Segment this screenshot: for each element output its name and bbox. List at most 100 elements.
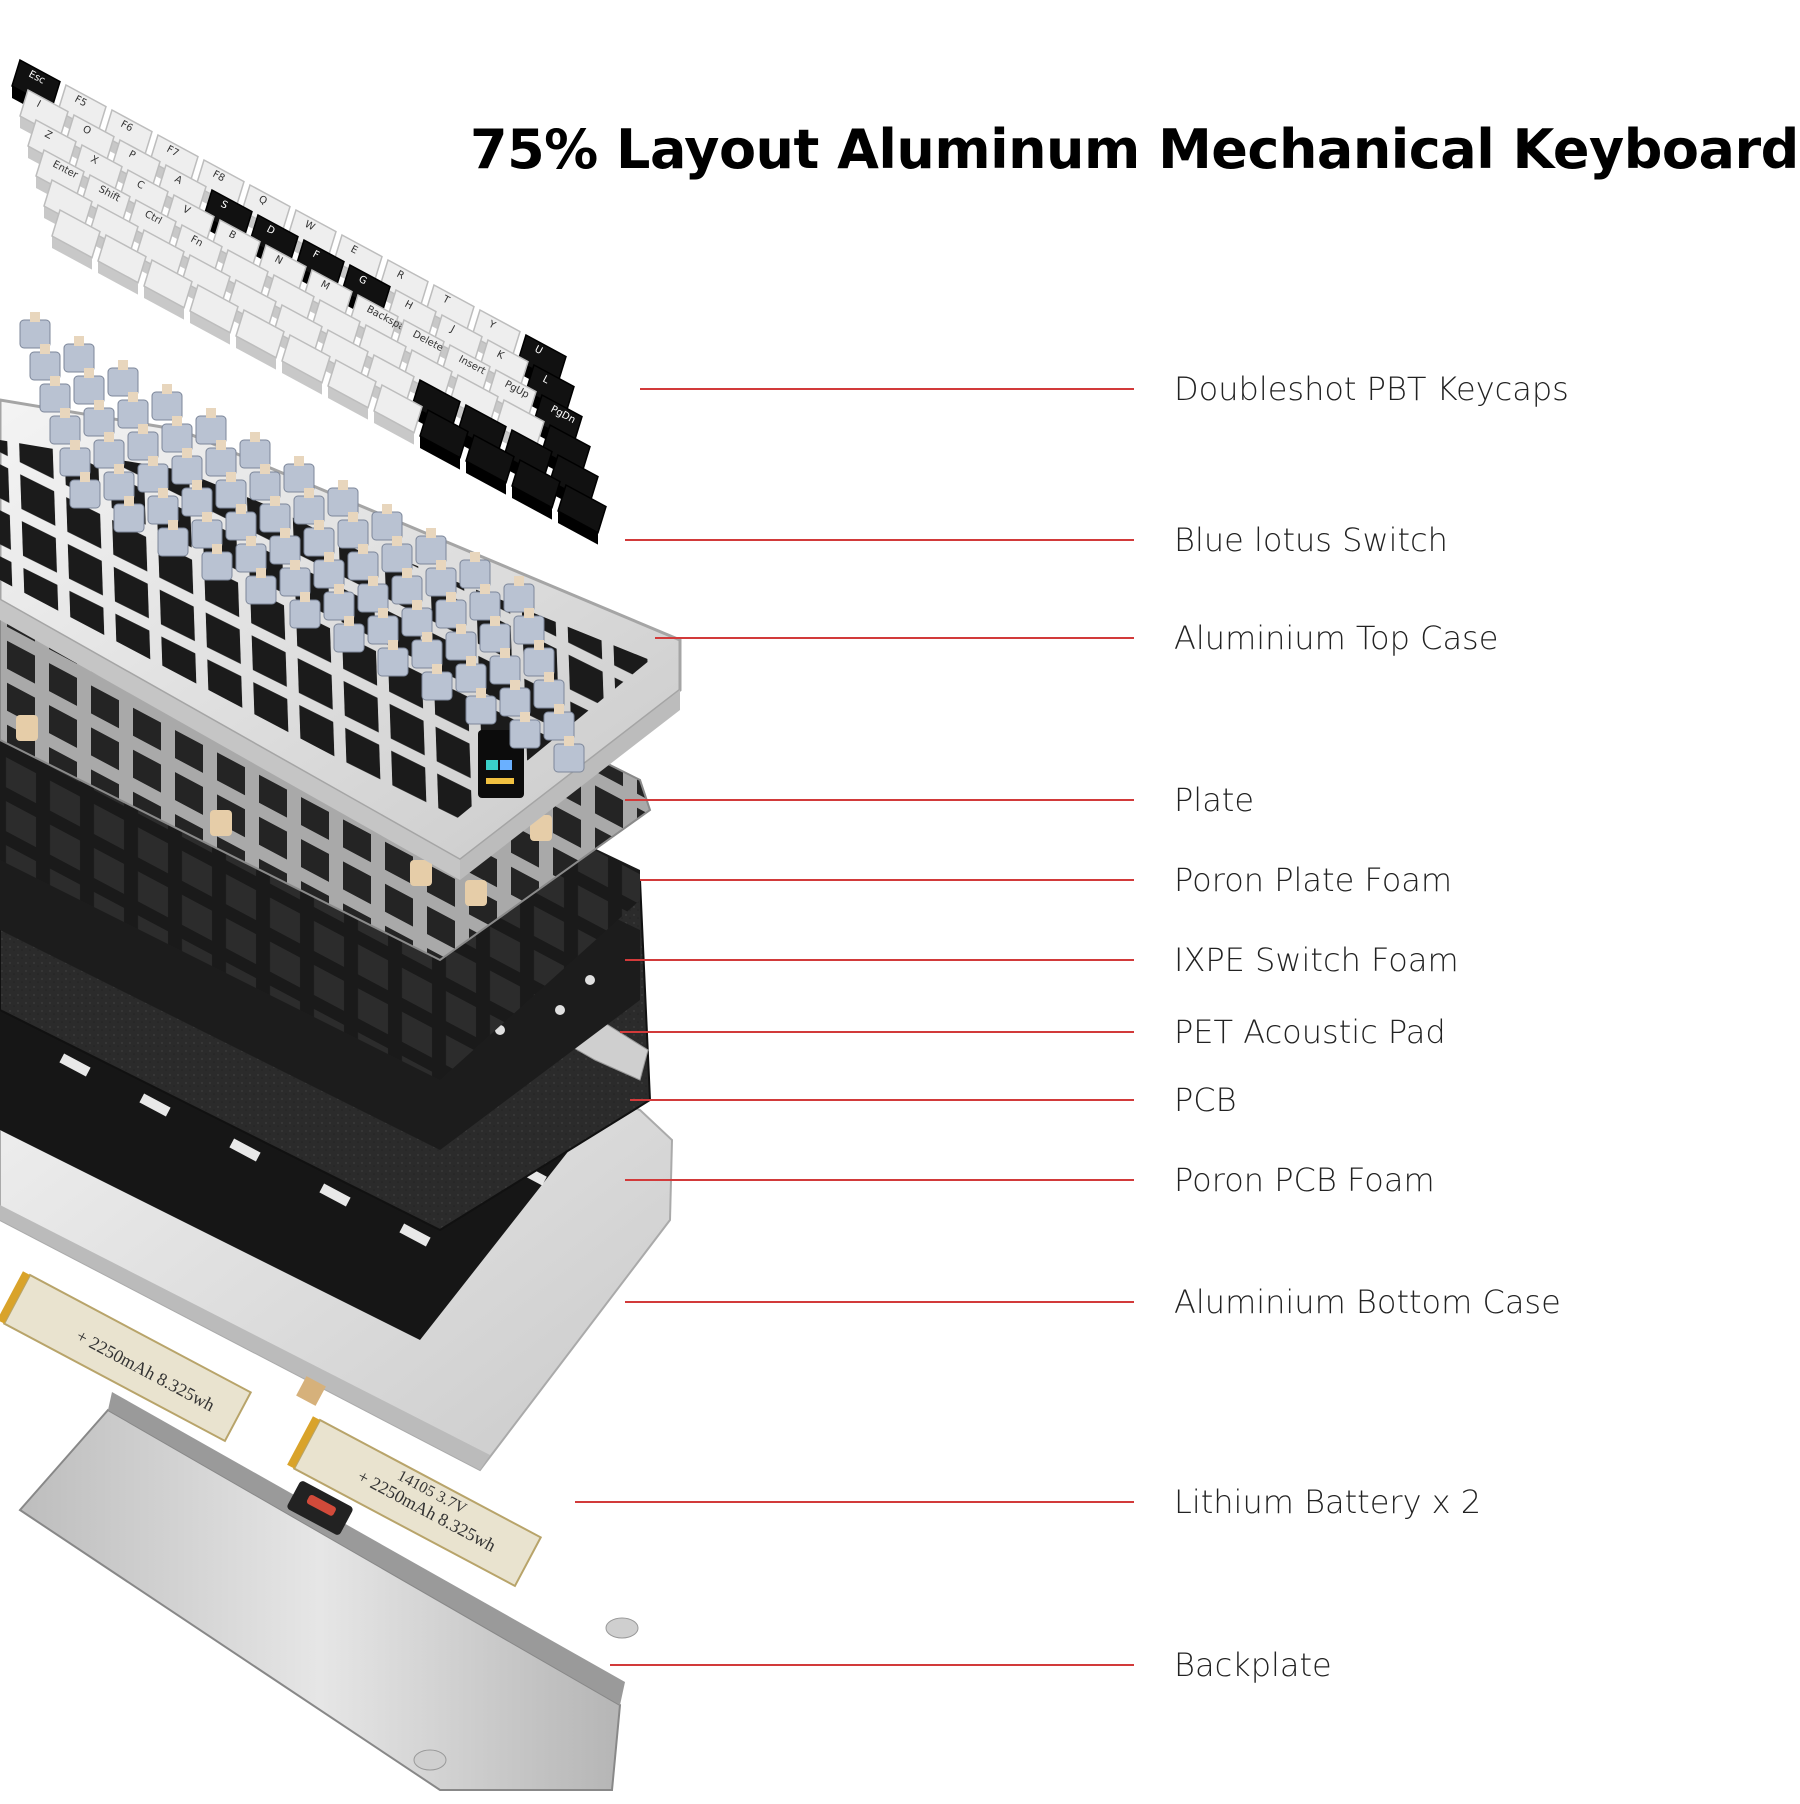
switch bbox=[225, 504, 257, 541]
switch bbox=[147, 488, 179, 525]
leader-lines bbox=[575, 388, 1134, 1666]
switch-layer bbox=[19, 312, 585, 773]
keycap-legend: F5 bbox=[73, 94, 89, 109]
switch bbox=[239, 432, 271, 469]
backplate-shape bbox=[18, 1408, 622, 1791]
switch bbox=[39, 376, 71, 413]
switch bbox=[181, 480, 213, 517]
keycap-legend: H bbox=[403, 299, 415, 312]
keycap-legend: P bbox=[127, 149, 137, 162]
switch bbox=[215, 472, 247, 509]
keycap-legend: Z bbox=[43, 129, 54, 142]
switch bbox=[63, 336, 95, 373]
switch bbox=[445, 624, 477, 661]
switch bbox=[435, 592, 467, 629]
switch bbox=[523, 640, 555, 677]
keycap bbox=[511, 458, 561, 520]
keycap-legend: U bbox=[533, 344, 545, 357]
switch bbox=[509, 712, 541, 749]
switch bbox=[455, 656, 487, 693]
switch bbox=[381, 536, 413, 573]
switch bbox=[543, 704, 575, 741]
switch bbox=[371, 504, 403, 541]
keycap bbox=[51, 208, 101, 270]
keycap bbox=[189, 283, 239, 345]
switch bbox=[377, 640, 409, 677]
switch bbox=[401, 600, 433, 637]
switch bbox=[283, 456, 315, 493]
switch bbox=[533, 672, 565, 709]
keycap-legend: I bbox=[35, 99, 43, 110]
switch bbox=[93, 432, 125, 469]
switch bbox=[205, 440, 237, 477]
switch bbox=[553, 736, 585, 773]
switch bbox=[469, 584, 501, 621]
switch bbox=[337, 512, 369, 549]
switch bbox=[421, 664, 453, 701]
switch bbox=[195, 408, 227, 445]
switch bbox=[69, 472, 101, 509]
keycap-layer: EscF5F6F7F8QWERTYUIOPASDFGHJKLZXCVBNMBac… bbox=[11, 58, 607, 545]
switch bbox=[29, 344, 61, 381]
keycap-legend: F7 bbox=[165, 144, 181, 159]
switch bbox=[425, 560, 457, 597]
callout-label: Backplate bbox=[1174, 1646, 1332, 1684]
switch bbox=[107, 360, 139, 397]
keycap bbox=[143, 258, 193, 320]
backplate-foot-icon bbox=[605, 1617, 639, 1639]
callout-label: IXPE Switch Foam bbox=[1174, 941, 1459, 979]
keycap bbox=[235, 308, 285, 370]
keycap-legend: A bbox=[173, 174, 184, 187]
backplate-rim bbox=[108, 1392, 625, 1705]
switch bbox=[347, 544, 379, 581]
callout-label: Poron Plate Foam bbox=[1174, 861, 1453, 899]
switch bbox=[513, 608, 545, 645]
switch bbox=[191, 512, 223, 549]
switch bbox=[249, 464, 281, 501]
switch bbox=[171, 448, 203, 485]
keycap-legend: S bbox=[219, 199, 230, 212]
switch bbox=[499, 680, 531, 717]
keycap-legend: B bbox=[227, 229, 238, 242]
switch bbox=[161, 416, 193, 453]
switch bbox=[459, 552, 491, 589]
switch bbox=[303, 520, 335, 557]
switch bbox=[313, 552, 345, 589]
keycap bbox=[281, 333, 331, 395]
switch bbox=[289, 592, 321, 629]
switch bbox=[411, 632, 443, 669]
switch bbox=[245, 568, 277, 605]
switch bbox=[269, 528, 301, 565]
keycap-legend: L bbox=[541, 374, 551, 387]
switch bbox=[357, 576, 389, 613]
keycap bbox=[557, 483, 607, 545]
callout-label: Aluminium Bottom Case bbox=[1174, 1283, 1561, 1321]
keycap-legend: K bbox=[495, 349, 506, 362]
switch bbox=[293, 488, 325, 525]
keycap-legend: E bbox=[349, 244, 360, 257]
switch bbox=[415, 528, 447, 565]
keycap-legend: C bbox=[135, 179, 146, 192]
backplate-foot-icon bbox=[413, 1749, 447, 1771]
keycap bbox=[327, 358, 377, 420]
keycap-legend: F6 bbox=[119, 119, 135, 134]
switch bbox=[235, 536, 267, 573]
switch bbox=[201, 544, 233, 581]
switch bbox=[465, 688, 497, 725]
keycap-legend: Fn bbox=[189, 234, 205, 249]
keycap-legend: X bbox=[89, 154, 100, 167]
switch bbox=[73, 368, 105, 405]
keycap-legend: R bbox=[395, 269, 406, 282]
keycap bbox=[465, 433, 515, 495]
keycap-legend: V bbox=[181, 204, 192, 217]
diagram-title: 75% Layout Aluminum Mechanical Keyboard bbox=[470, 118, 1799, 181]
switch bbox=[323, 584, 355, 621]
callout-label: Lithium Battery x 2 bbox=[1174, 1483, 1482, 1521]
switch bbox=[157, 520, 189, 557]
switch bbox=[117, 392, 149, 429]
switch bbox=[327, 480, 359, 517]
switch bbox=[19, 312, 51, 349]
callout-label: Blue lotus Switch bbox=[1174, 521, 1448, 559]
switch bbox=[137, 456, 169, 493]
